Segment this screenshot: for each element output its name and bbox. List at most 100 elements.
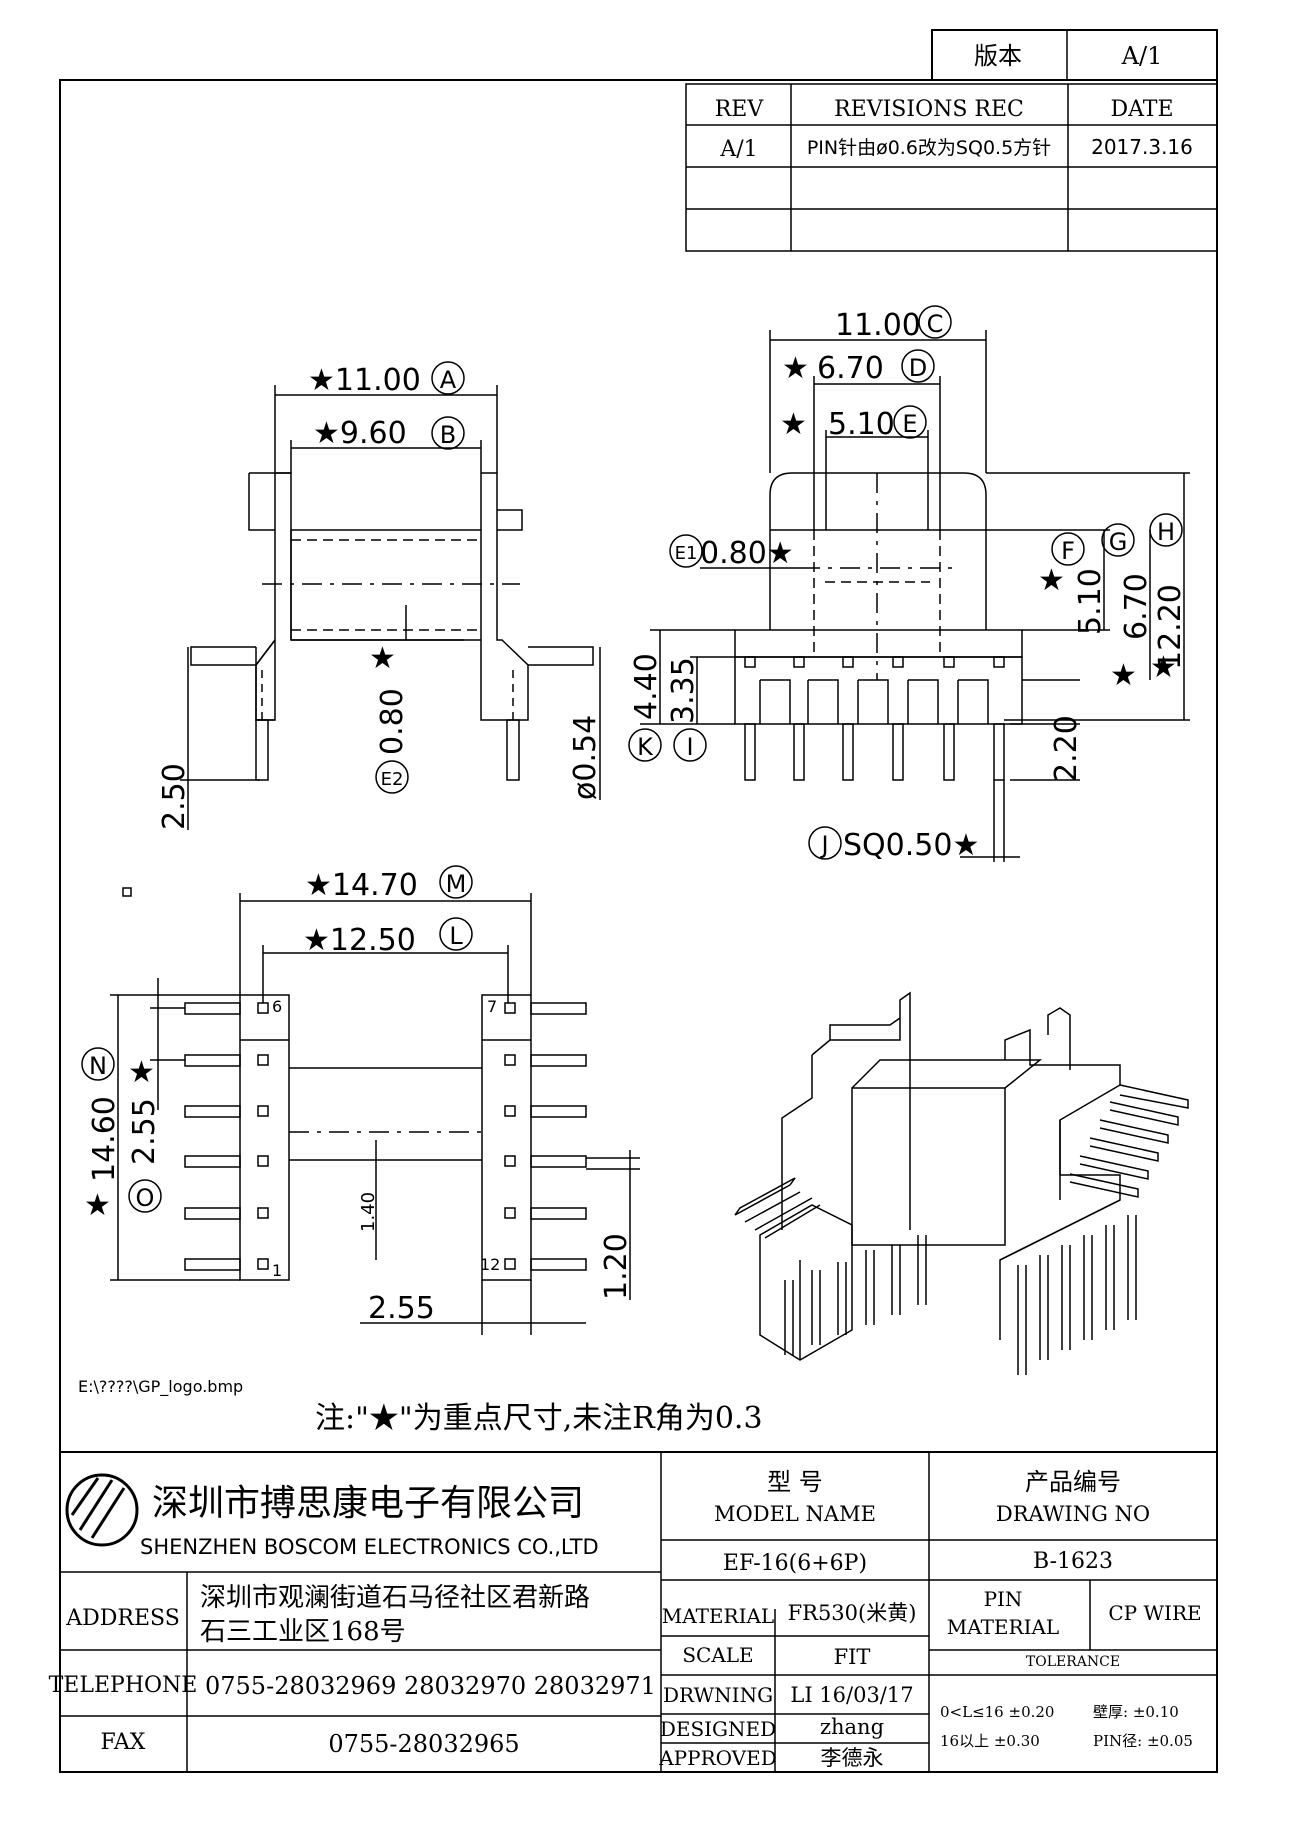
model-value: EF-16(6+6P) <box>723 1551 867 1576</box>
dim-N-star: ★ <box>128 1055 155 1090</box>
tag-E: E <box>902 410 917 438</box>
company-logo <box>65 1473 139 1547</box>
pin-6-label: 6 <box>272 997 282 1016</box>
model-cn: 型 号 <box>767 1468 823 1496</box>
logo-path: E:\????\GP_logo.bmp <box>78 1377 243 1397</box>
version-value: A/1 <box>1121 42 1163 70</box>
pin-material-label-2: MATERIAL <box>947 1615 1059 1639</box>
tag-E1: E1 <box>675 543 698 564</box>
dim-F: 5.10 <box>1073 568 1108 635</box>
tag-H: H <box>1157 518 1175 546</box>
isometric-view <box>734 991 1189 1375</box>
dim-M: ★14.70 <box>305 868 418 903</box>
rec-header: REVISIONS REC <box>834 97 1024 122</box>
tag-O: O <box>136 1184 155 1212</box>
dim-250: 2.50 <box>157 763 192 830</box>
drawing-by-label: DRWNING <box>663 1683 773 1707</box>
tag-L: L <box>449 922 463 950</box>
dim-H-star: ★ <box>1150 650 1177 685</box>
fax-value: 0755-28032965 <box>328 1730 519 1758</box>
tag-M: M <box>446 870 467 898</box>
version-label: 版本 <box>974 42 1022 70</box>
tag-J: J <box>819 831 828 859</box>
date-cell: 2017.3.16 <box>1091 135 1193 159</box>
rev-cell: A/1 <box>719 137 757 162</box>
tag-A: A <box>440 366 457 394</box>
designed-by: zhang <box>820 1715 884 1739</box>
tag-I: I <box>686 733 693 761</box>
tolerance-3: 壁厚: ±0.10 <box>1093 1703 1179 1721</box>
date-header: DATE <box>1110 97 1173 122</box>
tag-B: B <box>440 421 456 449</box>
dim-O-star: ★ <box>84 1188 111 1223</box>
dim-054: ø0.54 <box>568 715 603 800</box>
dim-E2: 0.80 <box>375 688 410 755</box>
dim-E2-star: ★ <box>369 641 396 676</box>
tag-E2: E2 <box>381 769 404 790</box>
drawing-border <box>59 79 1218 1773</box>
address-line2: 石三工业区168号 <box>200 1617 406 1647</box>
dim-E-star: ★ <box>780 407 807 442</box>
material-value: FR530(米黄) <box>788 1601 917 1625</box>
dim-D: 6.70 <box>817 351 884 386</box>
dim-G: 6.70 <box>1119 573 1154 640</box>
version-box: 版本 A/1 <box>931 29 1218 81</box>
bottom-view: 6 7 1 12 ★14.70 M ★12.50 L 2.55 N ★ 14.6… <box>81 865 640 1335</box>
tag-N: N <box>89 1052 107 1080</box>
title-block: 深圳市搏思康电子有限公司 SHENZHEN BOSCOM ELECTRONICS… <box>49 1451 1217 1772</box>
front-view: ★11.00 A ★9.60 B 2.50 0.80 ★ E2 ø0.54 <box>157 361 603 830</box>
tolerance-label: TOLERANCE <box>1026 1654 1120 1670</box>
scale-label: SCALE <box>682 1643 753 1667</box>
tolerance-4: PIN径: ±0.05 <box>1093 1732 1193 1750</box>
pin-12-label: 12 <box>480 1255 500 1274</box>
address-line1: 深圳市观澜街道石马径社区君新路 <box>200 1583 590 1613</box>
address-label: ADDRESS <box>65 1606 180 1631</box>
dim-140: 1.40 <box>358 1192 379 1232</box>
tolerance-2: 16以上 ±0.30 <box>940 1732 1040 1750</box>
tag-K: K <box>637 733 654 761</box>
pin-material-value: CP WIRE <box>1108 1601 1201 1625</box>
dim-E: 5.10 <box>828 407 895 442</box>
dim-H: 12.20 <box>1153 584 1188 670</box>
dim-K: 4.40 <box>629 653 664 720</box>
dim-J: SQ0.50★ <box>843 828 979 863</box>
pin-material-label-1: PIN <box>984 1587 1023 1611</box>
drawing-by: LI 16/03/17 <box>790 1683 913 1707</box>
dim-E1: 0.80★ <box>700 536 794 571</box>
drawing-en: DRAWING NO <box>996 1502 1150 1526</box>
dim-F-star: ★ <box>1038 563 1065 598</box>
material-label: MATERIAL <box>662 1604 774 1628</box>
dim-D-star: ★ <box>782 351 809 386</box>
tag-C: C <box>927 310 944 338</box>
dim-A: ★11.00 <box>308 363 421 398</box>
telephone-label: TELEPHONE <box>49 1673 198 1698</box>
tag-F: F <box>1061 537 1075 565</box>
scale-value: FIT <box>834 1645 871 1669</box>
tag-G: G <box>1109 528 1128 556</box>
dim-L: ★12.50 <box>303 923 416 958</box>
fax-label: FAX <box>101 1730 146 1755</box>
tolerance-1: 0<L≤16 ±0.20 <box>940 1703 1054 1721</box>
dim-220: 2.20 <box>1049 715 1084 782</box>
dim-C: 11.00 <box>835 308 921 343</box>
dim-O: 14.60 <box>87 1096 122 1182</box>
dim-B: ★9.60 <box>313 416 407 451</box>
rec-cell: PIN针由ø0.6改为SQ0.5方针 <box>807 137 1051 159</box>
company-en: SHENZHEN BOSCOM ELECTRONICS CO.,LTD <box>140 1535 599 1559</box>
model-en: MODEL NAME <box>714 1502 876 1526</box>
dim-I: 3.35 <box>666 657 701 724</box>
dim-G-star: ★ <box>1110 658 1137 693</box>
side-view: 11.00 C ★ 6.70 D ★ 5.10 E E1 0.80★ ★ 5.1… <box>628 305 1190 863</box>
note: 注:"★"为重点尺寸,未注R角为0.3 <box>315 1401 763 1436</box>
dim-N: 2.55 <box>127 1098 162 1165</box>
rev-header: REV <box>715 97 765 122</box>
drawing-value: B-1623 <box>1033 1549 1113 1574</box>
approved-by: 李德永 <box>821 1746 884 1770</box>
approved-label: APPROVED <box>658 1746 777 1770</box>
drawing-cn: 产品编号 <box>1025 1468 1121 1496</box>
pin-7-label: 7 <box>487 997 497 1016</box>
designed-label: DESIGNED <box>660 1717 776 1741</box>
revisions-table: REV REVISIONS REC DATE A/1 PIN针由ø0.6改为SQ… <box>685 83 1218 252</box>
pin-1-label: 1 <box>272 1261 282 1280</box>
